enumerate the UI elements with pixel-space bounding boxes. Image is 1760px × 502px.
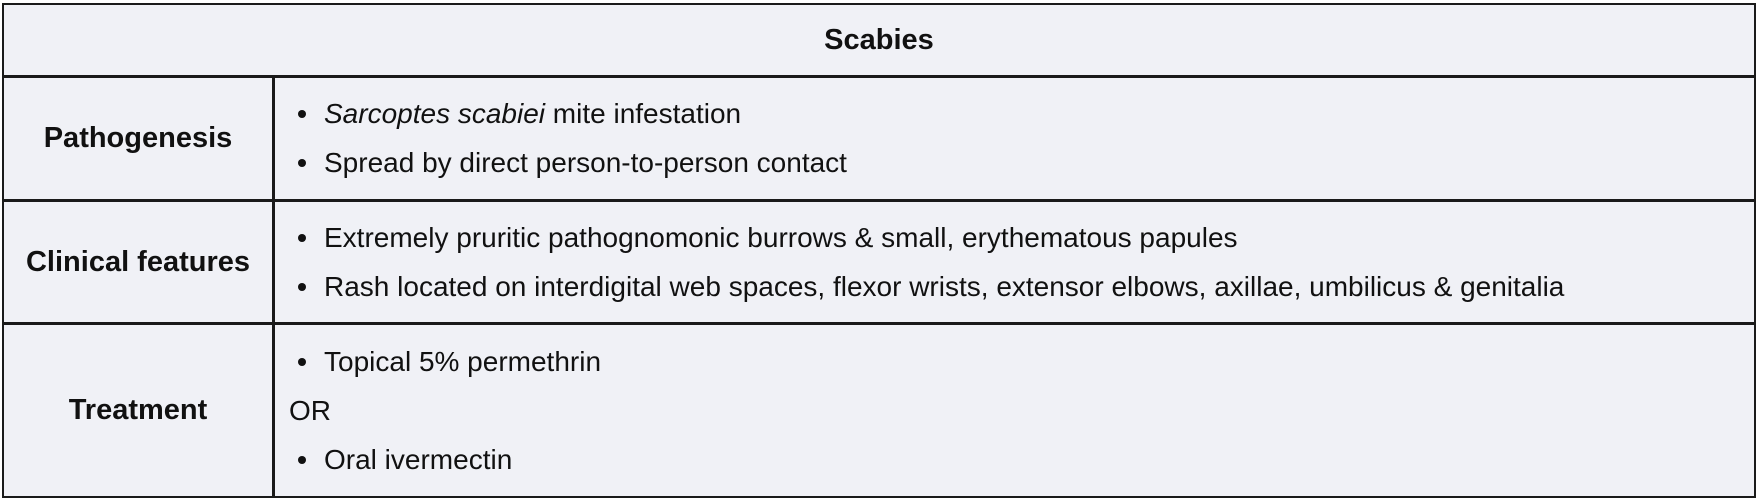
or-text: OR — [289, 394, 331, 426]
bullet-icon — [298, 282, 306, 291]
list-item-text: Extremely pruritic pathognomonic burrows… — [324, 221, 1238, 253]
bullet-icon — [298, 159, 306, 167]
list-item-text: mite infestation — [545, 98, 742, 129]
bullet-icon — [298, 110, 306, 118]
list-item: Topical 5% permethrin — [289, 337, 1754, 386]
scabies-table: Scabies Pathogenesis Sarcoptes scabiei m… — [2, 3, 1756, 498]
list-item: Oral ivermectin — [289, 435, 1754, 484]
bullet-icon — [298, 357, 306, 366]
list-item: Rash located on interdigital web spaces,… — [289, 262, 1754, 311]
bullet-icon — [298, 455, 306, 464]
row-value-treatment: Topical 5% permethrin OR Oral ivermectin — [275, 325, 1754, 496]
list-item-text: Oral ivermectin — [324, 443, 513, 475]
list-item-text: Rash located on interdigital web spaces,… — [324, 270, 1565, 302]
list-item-text: Topical 5% permethrin — [324, 345, 602, 377]
row-value-pathogenesis: Sarcoptes scabiei mite infestation Sprea… — [275, 78, 1754, 202]
row-label-treatment: Treatment — [4, 325, 275, 496]
or-separator: OR — [289, 386, 1754, 435]
list-item: Sarcoptes scabiei mite infestation — [289, 90, 1754, 139]
bullet-icon — [298, 233, 306, 242]
list-item: Spread by direct person-to-person contac… — [289, 139, 1754, 188]
organism-name: Sarcoptes scabiei — [324, 98, 546, 129]
list-item: Extremely pruritic pathognomonic burrows… — [289, 213, 1754, 262]
row-label-pathogenesis: Pathogenesis — [4, 78, 275, 202]
row-label-clinical-features: Clinical features — [4, 202, 275, 325]
row-value-clinical-features: Extremely pruritic pathognomonic burrows… — [275, 202, 1754, 325]
list-item-text: Spread by direct person-to-person contac… — [324, 147, 847, 178]
table-title: Scabies — [4, 5, 1754, 78]
